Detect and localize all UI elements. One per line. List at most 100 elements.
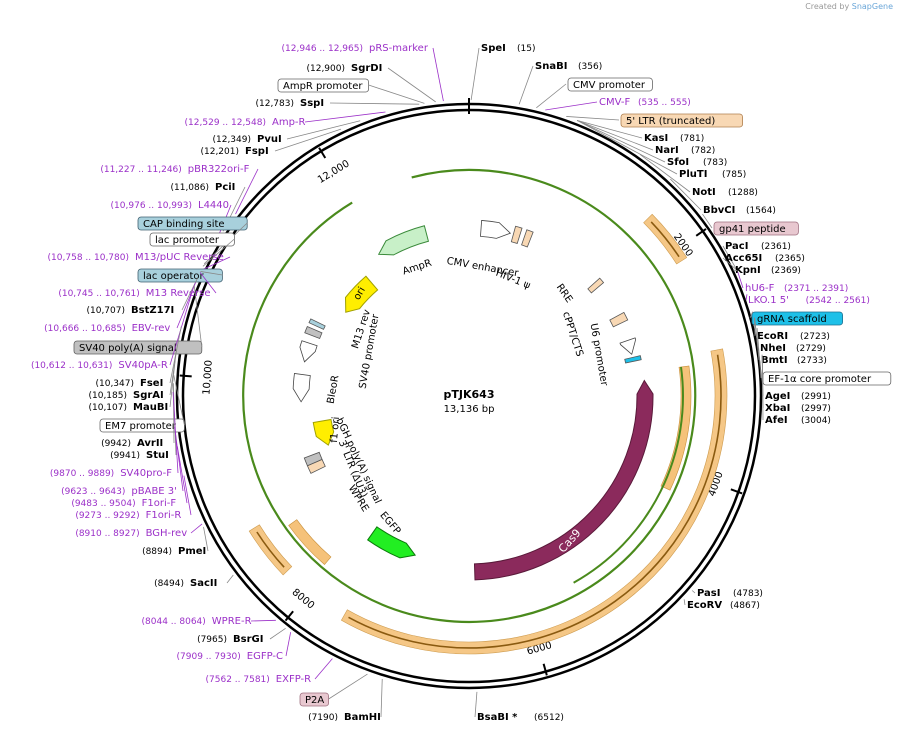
label-box-text: CMV promoter [573, 80, 646, 91]
label-position: (2365) [775, 254, 805, 264]
left-label-group: (12,201)FspI [200, 128, 342, 157]
label-position: (12,349) [212, 135, 251, 145]
right-label-group: SpeI(15) [470, 43, 535, 101]
label-name: BbvCI [703, 205, 735, 216]
label-name: NheI [760, 343, 786, 354]
label-name: NotI [692, 187, 716, 198]
label-position: (10,107) [88, 403, 127, 413]
right-label-group: KpnI(2369) [732, 265, 801, 276]
label-leader [199, 272, 217, 294]
annotation-orange-arrow [650, 221, 680, 258]
label-name: XbaI [765, 403, 790, 414]
label-leader [173, 374, 185, 426]
right-label-group: PasI(4783) [691, 588, 763, 599]
label-box-text: gRNA scaffold [757, 314, 827, 325]
feature-small-box [609, 311, 629, 328]
snapgene-logo: SnapGene [851, 2, 893, 11]
right-label-group: 5' LTR (truncated) [566, 113, 743, 128]
label-leader [683, 599, 686, 606]
label-leader [536, 83, 567, 109]
label-leader [722, 257, 738, 271]
right-label-group: gRNA scaffold [749, 311, 843, 326]
feature-ampr-arrow [377, 225, 430, 256]
label-position: (10,185) [88, 391, 127, 401]
label-box [99, 418, 185, 433]
feature-small-box [521, 229, 534, 248]
label-position: (2997) [801, 404, 831, 414]
label-leader [545, 101, 598, 111]
label-position: (2723) [800, 332, 830, 342]
label-box [567, 77, 653, 92]
label-name: SV40pA-R [118, 360, 167, 371]
right-label-group: BmtI(2733) [754, 318, 827, 366]
label-leader [754, 318, 760, 361]
left-label-group: (8044 .. 8064)WPRE-R [142, 616, 276, 627]
left-label-group: (9273 .. 9292)F1ori-R [75, 475, 192, 521]
annotation-orange-band [248, 524, 293, 576]
credit-line: Created by SnapGene [805, 2, 893, 11]
scale-tick [542, 663, 548, 676]
feature-f1ori-arrow [312, 418, 335, 446]
label-name: AvrII [137, 438, 163, 449]
feature-small-box [587, 277, 605, 294]
label-name: M13 Reverse [146, 288, 211, 299]
label-leader [235, 168, 259, 215]
scale-tick [730, 488, 743, 495]
label-position: (2733) [797, 356, 827, 366]
right-label-group: NotI(1288) [639, 154, 758, 198]
label-leader [474, 691, 478, 718]
feature-small-box [308, 318, 326, 330]
label-position: (8494) [154, 579, 184, 589]
label-position: (12,201) [200, 147, 239, 157]
label-position: (10,745 .. 10,761) [58, 289, 139, 299]
label-name: KasI [644, 133, 668, 144]
feature-promoter-arrow [292, 373, 311, 403]
label-position: (10,976 .. 10,993) [111, 201, 192, 211]
right-label-group: CMV promoter [536, 77, 653, 109]
left-label-group: (10,185)SgrAI [88, 348, 178, 401]
scale-tick-label: 12,000 [316, 158, 352, 186]
label-name: EcoRI [757, 331, 788, 342]
feature-inner-label: U6 promoter [588, 322, 610, 387]
label-box-text: 5' LTR (truncated) [626, 116, 715, 127]
label-name: SacII [190, 578, 217, 589]
label-name: BamHI [344, 712, 381, 723]
label-name: SnaBI [535, 61, 567, 72]
right-label-group: PluTI(785) [577, 120, 746, 180]
label-name: BGH-rev [146, 528, 188, 539]
label-name: pBABE 3' [131, 486, 177, 497]
label-name: PluTI [679, 169, 707, 180]
label-leader [432, 47, 444, 102]
label-box [713, 221, 799, 236]
label-leader [387, 67, 436, 103]
label-leader [380, 678, 383, 718]
label-box [620, 113, 743, 128]
label-name: EBV-rev [132, 323, 171, 334]
annotation-green-arc [573, 366, 684, 584]
left-label-group: AmpR promoter [277, 78, 425, 104]
label-position: (10,347) [95, 379, 134, 389]
label-position: (783) [703, 158, 727, 168]
label-position: (781) [680, 134, 704, 144]
label-box [73, 340, 203, 355]
annotation-orange-band [340, 348, 728, 655]
left-label-group: (8494) SacII [154, 574, 234, 589]
scale-tick [284, 610, 294, 622]
label-name: EXFP-R [276, 674, 311, 685]
label-position: (11,227 .. 11,246) [100, 165, 181, 175]
annotation-green-arc [242, 168, 697, 624]
label-position: (782) [691, 146, 715, 156]
label-leader [176, 446, 188, 504]
label-name: PasI [697, 588, 720, 599]
label-position: (12,946 .. 12,965) [282, 44, 363, 54]
feature-promoter-arrow [299, 340, 318, 363]
annotation-orange-band-inner [288, 519, 332, 565]
label-name: FseI [140, 378, 163, 389]
left-label-group: lac operator [137, 268, 223, 283]
label-position: (12,900) [306, 64, 345, 74]
right-label-group: CMV-F(535 .. 555) [545, 97, 691, 111]
feature-inner-label: f1 ori [329, 416, 342, 443]
left-label-group: (11,227 .. 11,246)pBR322ori-F [100, 164, 259, 215]
label-position: (7190) [308, 713, 338, 723]
